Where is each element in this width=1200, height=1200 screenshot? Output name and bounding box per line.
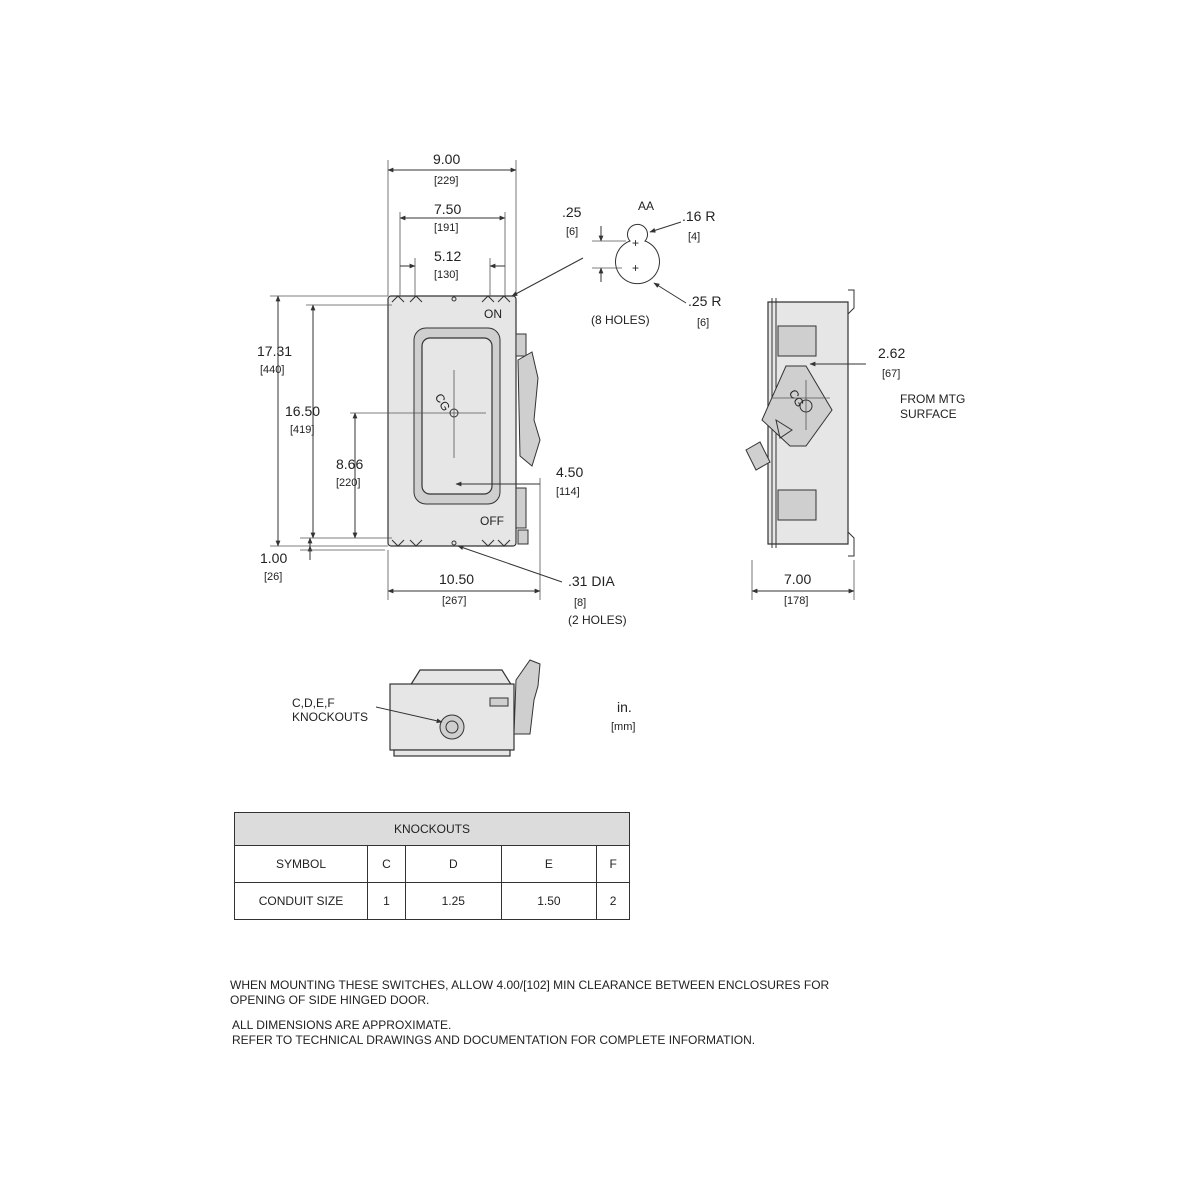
front-view: CG ON OFF 9.00 [229] 7.50 [191] 5.12 [13… (257, 151, 627, 627)
svg-text:(2 HOLES): (2 HOLES) (568, 613, 627, 627)
dim-width-overall: 9.00 (433, 151, 460, 167)
table-cell: 2 (596, 882, 630, 920)
table-cell: 1.25 (404, 882, 502, 920)
side-view: CG 2.62 [67] FROM MTG SURFACE 7.00 [178] (745, 289, 965, 607)
svg-text:+: + (632, 261, 639, 275)
bottom-view: C,D,E,F KNOCKOUTS (292, 659, 541, 757)
table-cell: E (500, 845, 598, 883)
svg-text:[130]: [130] (434, 269, 458, 281)
units-inch: in. (617, 699, 632, 715)
knockout-circle (439, 714, 465, 740)
svg-text:AA: AA (638, 199, 654, 213)
dim-width-mounting: 7.50 (434, 201, 461, 217)
svg-text:[220]: [220] (336, 477, 360, 489)
dim-small-radius: .16 R (682, 208, 715, 224)
svg-text:[6]: [6] (566, 226, 578, 238)
svg-text:[419]: [419] (290, 424, 314, 436)
keyhole-outline (615, 223, 660, 285)
svg-text:+: + (632, 236, 639, 250)
table-row: CONDUIT SIZE 1 1.25 1.50 2 (234, 882, 630, 920)
label-knockouts-2: KNOCKOUTS (292, 710, 368, 724)
svg-text:[26]: [26] (264, 571, 282, 583)
svg-text:[67]: [67] (882, 368, 900, 380)
table-cell: C (367, 845, 406, 883)
dim-bottom-offset: 1.00 (260, 550, 287, 566)
svg-text:[178]: [178] (784, 595, 808, 607)
table-cell: D (404, 845, 502, 883)
note-approximate: ALL DIMENSIONS ARE APPROXIMATE. (232, 1018, 452, 1032)
knockouts-table: KNOCKOUTS SYMBOL C D E F CONDUIT SIZE 1 … (234, 812, 630, 920)
dim-handle-offset: 4.50 (556, 464, 583, 480)
dim-height-overall: 17.31 (257, 343, 292, 359)
svg-text:[6]: [6] (697, 317, 709, 329)
svg-text:SURFACE: SURFACE (900, 407, 957, 421)
units-mm: [mm] (611, 721, 635, 733)
svg-text:FROM MTG: FROM MTG (900, 392, 965, 406)
dim-height-handle: 8.66 (336, 456, 363, 472)
dim-keyhole-offset: .25 (562, 204, 582, 220)
label-on: ON (484, 307, 502, 321)
dim-large-radius: .25 R (688, 293, 721, 309)
table-cell: 1 (367, 882, 406, 920)
row-label-symbol: SYMBOL (234, 845, 368, 883)
keyhole-detail: AA + + .25 [6] .16 R [4] .25 R [6] (8 HO… (562, 199, 721, 329)
svg-text:[229]: [229] (434, 175, 458, 187)
dim-height-mounting: 16.50 (285, 403, 320, 419)
note-refer: REFER TO TECHNICAL DRAWINGS AND DOCUMENT… (232, 1033, 756, 1047)
table-cell: F (596, 845, 630, 883)
row-label-conduit-size: CONDUIT SIZE (234, 882, 368, 920)
dim-width-with-handle: 10.50 (439, 571, 474, 587)
svg-text:[440]: [440] (260, 364, 284, 376)
knockouts-table-title: KNOCKOUTS (234, 812, 630, 846)
svg-text:[114]: [114] (556, 486, 580, 498)
note-mounting-clearance: WHEN MOUNTING THESE SWITCHES, ALLOW 4.00… (230, 978, 830, 1007)
dim-width-inner: 5.12 (434, 248, 461, 264)
dim-depth-overall: 7.00 (784, 571, 811, 587)
svg-text:[267]: [267] (442, 595, 466, 607)
side-handle-mechanism (761, 365, 833, 447)
table-cell: 1.50 (500, 882, 598, 920)
label-off: OFF (480, 514, 504, 528)
svg-text:(8 HOLES): (8 HOLES) (591, 313, 650, 327)
svg-text:[4]: [4] (688, 231, 700, 243)
table-row: SYMBOL C D E F (234, 845, 630, 883)
dim-depth-handle: 2.62 (878, 345, 905, 361)
dim-hole-dia: .31 DIA (568, 573, 615, 589)
svg-text:[191]: [191] (434, 222, 458, 234)
label-knockouts-1: C,D,E,F (292, 696, 335, 710)
svg-text:[8]: [8] (574, 597, 586, 609)
